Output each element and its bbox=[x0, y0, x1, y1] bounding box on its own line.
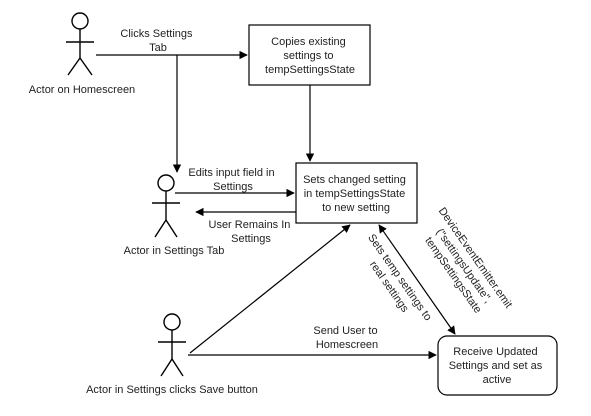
box-receive-updated-settings-text: Receive Updated Settings and set as acti… bbox=[449, 346, 546, 386]
actor-homescreen-label: Actor on Homescreen bbox=[29, 84, 135, 96]
box-sets-changed-setting-text: Sets changed setting in tempSettingsStat… bbox=[303, 174, 409, 214]
actor-settings-tab bbox=[152, 174, 180, 238]
label-send-user-homescreen: Send User to Homescreen bbox=[313, 325, 380, 351]
actor-save bbox=[158, 313, 186, 377]
box-sets-changed-setting bbox=[295, 162, 418, 224]
label-user-remains: User Remains In Settings bbox=[209, 219, 294, 245]
actor-settings-tab-label: Actor in Settings Tab bbox=[124, 245, 225, 257]
edge-actor-to-sets-changed bbox=[189, 224, 351, 354]
actor-homescreen bbox=[66, 12, 94, 76]
label-edits-input-field: Edits input field in Settings bbox=[188, 167, 277, 193]
box-copies-settings-text: Copies existing settings to tempSettings… bbox=[265, 36, 355, 76]
actor-save-label: Actor in Settings clicks Save button bbox=[86, 384, 258, 396]
edge-sets-temp-emit bbox=[378, 224, 456, 335]
label-clicks-settings-tab: Clicks Settings Tab bbox=[120, 28, 195, 54]
box-receive-updated-settings bbox=[437, 335, 558, 396]
